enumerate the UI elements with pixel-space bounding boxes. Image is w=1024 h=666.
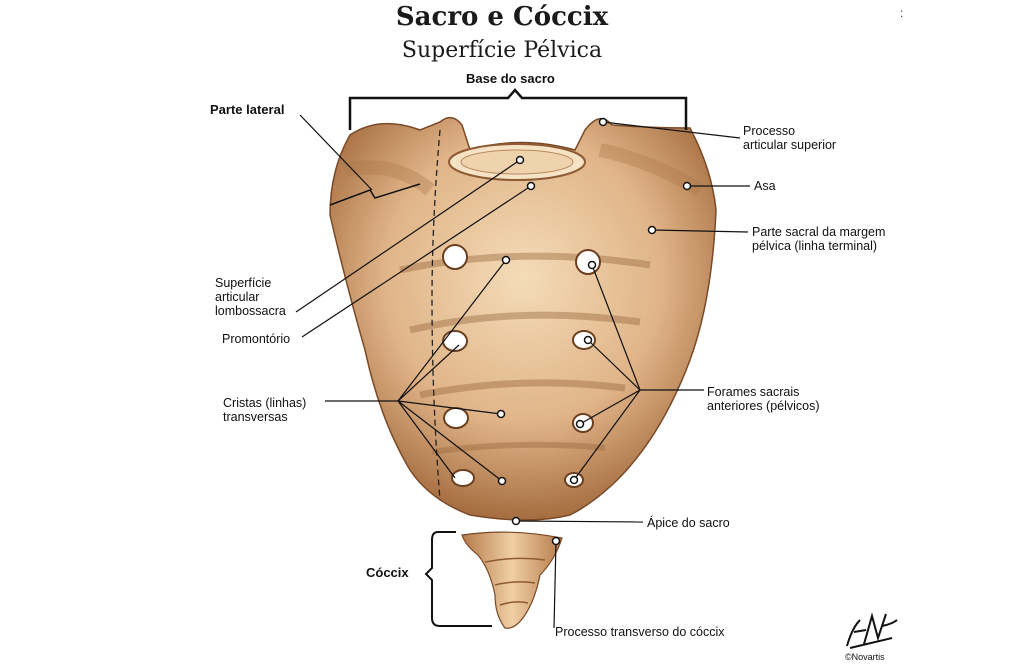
leader-parte-lateral [299,114,373,191]
label-promontorio: Promontório [222,332,291,346]
label-apice-do-sacro: Ápice do sacro [647,516,730,530]
leader-forames-4 [573,389,641,481]
marker-parte-sacral [647,225,657,235]
lateral-part-outline [329,183,421,206]
marker-apice [511,516,521,526]
ridge-shading [431,441,606,455]
marker-forame-2 [583,335,593,345]
ridge-shading [399,252,651,274]
marker-processo-articular [598,117,608,127]
label-line: Cristas (linhas) [223,396,307,410]
label-line: transversas [223,410,288,424]
marker-crista-3 [496,409,506,419]
coccyx-segment [494,581,536,586]
marker-crista-1 [501,255,511,265]
ridge-shading [409,311,641,334]
label-coccix: Cóccix [366,565,409,580]
page-subtitle: Superfície Pélvica [401,38,603,63]
label-asa: Asa [754,179,776,193]
coccyx-bracket [424,531,492,627]
label-line: lombossacra [215,304,286,318]
leader-cristas-3 [397,400,502,415]
leader-cristas-1 [397,259,507,402]
label-processo-transverso-coccix: Processo transverso do cóccix [555,625,725,639]
page-title: Sacro e Cóccix [395,2,609,32]
leader-cristas-4 [397,400,503,482]
label-line: pélvica (linha terminal) [752,239,878,253]
label-processo-articular-superior: Processo articular superior [743,124,836,152]
leader-forames-2 [587,339,641,391]
foramen-right-1 [575,249,601,275]
label-line: Forames sacrais [707,385,800,399]
leader-cristas-2 [397,344,460,402]
label-line: Parte sacral da margem [752,225,886,239]
coccyx-bone [461,531,563,629]
coccyx-segment [499,601,529,606]
markers [496,117,692,546]
marker-processo-transverso [551,536,561,546]
foramen-left-2 [442,330,468,352]
marker-forame-1 [587,260,597,270]
leader-promontorio [301,185,532,338]
edge-mark: : [900,6,904,20]
leader-cristas-5 [397,400,456,479]
foramen-left-4 [451,469,475,487]
ridge-shading [419,379,626,399]
marker-asa [682,181,692,191]
leader-forames-1 [591,264,641,391]
label-base-do-sacro: Base do sacro [466,71,555,86]
leader-superficie-articular [295,159,521,313]
marker-forame-3 [575,419,585,429]
leader-processo-articular [602,121,741,139]
label-line: anteriores (pélvicos) [707,399,820,413]
leader-parte-sacral [651,229,749,233]
leader-apice [515,520,644,523]
label-line: Processo [743,124,796,138]
coccyx-segment [484,557,546,563]
signature-stroke [846,612,898,649]
label-parte-sacral-margem-pelvica: Parte sacral da margem pélvica (linha te… [752,225,885,253]
label-forames-sacrais: Forames sacrais anteriores (pélvicos) [707,385,820,413]
foramen-left-1 [442,244,468,270]
leader-lines [295,114,750,629]
sacrum-bone [329,116,717,521]
ala-shading [343,160,435,196]
foramen-left-3 [443,407,469,429]
label-parte-lateral: Parte lateral [210,102,285,117]
copyright-novartis: ©Novartis [845,652,885,662]
leader-forames-3 [579,389,641,425]
marker-crista-4 [497,476,507,486]
label-line: Superfície [215,276,272,290]
label-cristas-transversas: Cristas (linhas) transversas [223,396,306,424]
label-line: articular [215,290,260,304]
marker-forame-4 [569,475,579,485]
base-bracket [348,88,688,130]
label-line: articular superior [743,138,837,152]
marker-superficie-articular [515,155,525,165]
lateral-part-boundary [431,129,441,501]
label-superficie-articular-lombossacra: Superfície articular lombossacra [215,276,286,318]
leader-processo-transverso [553,540,557,629]
marker-promontorio [526,181,536,191]
artist-signature [846,612,898,649]
